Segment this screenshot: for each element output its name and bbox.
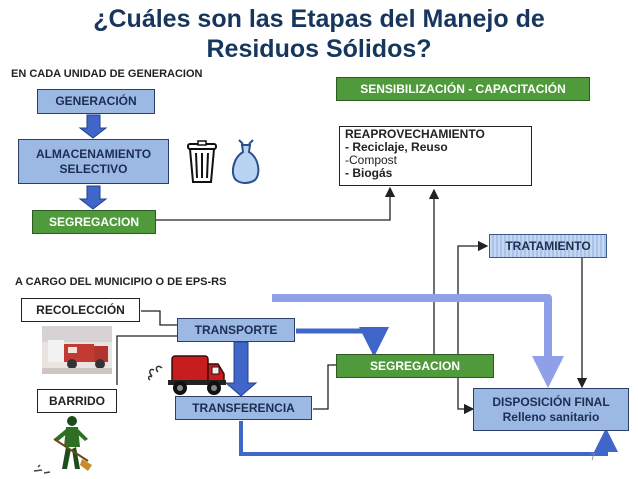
- box-reaprovechamiento: REAPROVECHAMIENTO - Reciclaje, Reuso -Co…: [339, 126, 532, 186]
- caption-unidad: EN CADA UNIDAD DE GENERACION: [11, 68, 203, 80]
- title-line-2: Residuos Sólidos?: [206, 35, 432, 63]
- almacenamiento-line-1: ALMACENAMIENTO: [35, 146, 152, 161]
- title-line-1: ¿Cuáles son las Etapas del Manejo de: [93, 5, 545, 33]
- street-sweeper-icon: [33, 416, 92, 474]
- box-sensibilizacion: SENSIBILIZACIÓN - CAPACITACIÓN: [336, 77, 590, 101]
- box-tratamiento: TRATAMIENTO: [489, 234, 607, 258]
- connector-barrido-transporte: [116, 335, 178, 385]
- garbage-truck-icon: [148, 355, 226, 395]
- block-arrow-almacenamiento-segregacion: [78, 185, 108, 210]
- disposicion-line-1: DISPOSICIÓN FINAL: [492, 394, 610, 409]
- connector-segregacion-mid-disposicion: [457, 377, 475, 415]
- block-arrow-transporte-transferencia: [224, 341, 258, 397]
- box-segregacion-mid: SEGREGACION: [336, 354, 494, 378]
- almacenamiento-line-2: SELECTIVO: [59, 161, 128, 176]
- disposicion-line-2: Relleno sanitario: [502, 409, 600, 424]
- garbage-bag-icon: [231, 139, 260, 184]
- box-segregacion-top: SEGREGACION: [32, 210, 156, 234]
- block-arrow-generacion-almacenamiento: [78, 114, 108, 139]
- reaprovechamiento-line-4: - Biogás: [345, 166, 393, 180]
- reaprovechamiento-line-2: - Reciclaje, Reuso: [345, 140, 448, 154]
- box-disposicion-final: DISPOSICIÓN FINAL Relleno sanitario: [473, 388, 629, 431]
- arrow-recoleccion-disposicion: [272, 294, 564, 388]
- arrow-transporte-segregacion: [296, 327, 389, 357]
- street-cleaning-photo-icon: [42, 326, 112, 374]
- box-recoleccion: RECOLECCIÓN: [21, 298, 140, 322]
- connector-segregacion-mid-tratamiento: [457, 240, 489, 357]
- page-title: ¿Cuáles son las Etapas del Manejo de Res…: [0, 4, 638, 64]
- page-number: 7: [590, 452, 596, 463]
- caption-municipio: A CARGO DEL MUNICIPIO O DE EPS-RS: [15, 276, 227, 288]
- box-generacion: GENERACIÓN: [37, 89, 155, 114]
- connector-segregacion-reaprovechamiento: [156, 186, 396, 221]
- connector-recoleccion-transporte: [141, 310, 177, 326]
- arrow-transferencia-disposicion: [239, 421, 618, 456]
- trash-can-icon: [187, 140, 217, 183]
- box-barrido: BARRIDO: [37, 389, 117, 413]
- box-almacenamiento-selectivo: ALMACENAMIENTO SELECTIVO: [18, 139, 169, 184]
- box-transferencia: TRANSFERENCIA: [175, 396, 312, 420]
- reaprovechamiento-line-1: REAPROVECHAMIENTO: [345, 127, 485, 141]
- reaprovechamiento-line-3: -Compost: [345, 153, 398, 167]
- box-transporte: TRANSPORTE: [177, 318, 295, 342]
